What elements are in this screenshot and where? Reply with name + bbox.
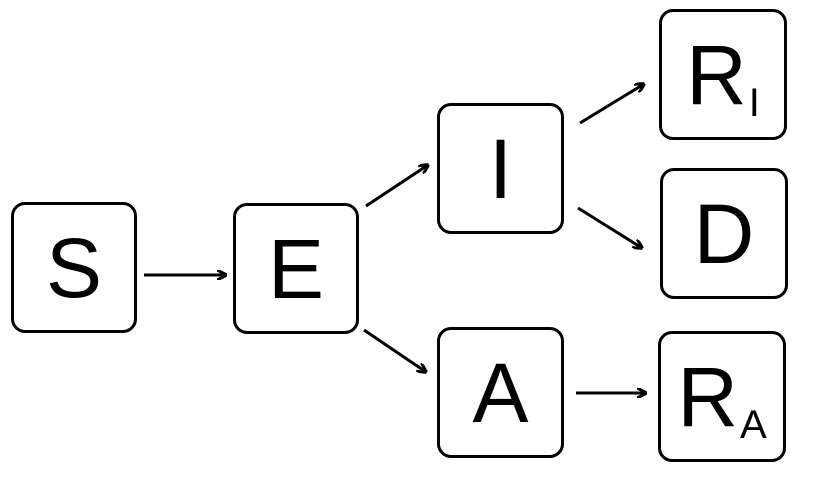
node-s: S <box>11 202 137 333</box>
node-r-a-subscript: A <box>739 402 767 447</box>
node-d: D <box>660 168 788 299</box>
node-e: E <box>233 203 359 334</box>
node-e-label: E <box>267 221 325 316</box>
node-a: A <box>437 327 564 458</box>
node-r-a-label: R <box>677 349 738 444</box>
edge-i-to-ri <box>579 84 644 125</box>
edge-e-to-a <box>363 328 426 372</box>
node-a-label: A <box>472 345 529 440</box>
node-d-label: D <box>693 186 755 281</box>
edge-e-to-i <box>365 165 428 208</box>
edge-i-to-d <box>577 206 642 248</box>
node-s-label: S <box>45 220 103 315</box>
node-r-i-label: R <box>686 27 747 122</box>
node-r-i-subscript: I <box>748 80 760 125</box>
node-i: I <box>437 103 564 234</box>
node-i-label: I <box>488 121 513 216</box>
